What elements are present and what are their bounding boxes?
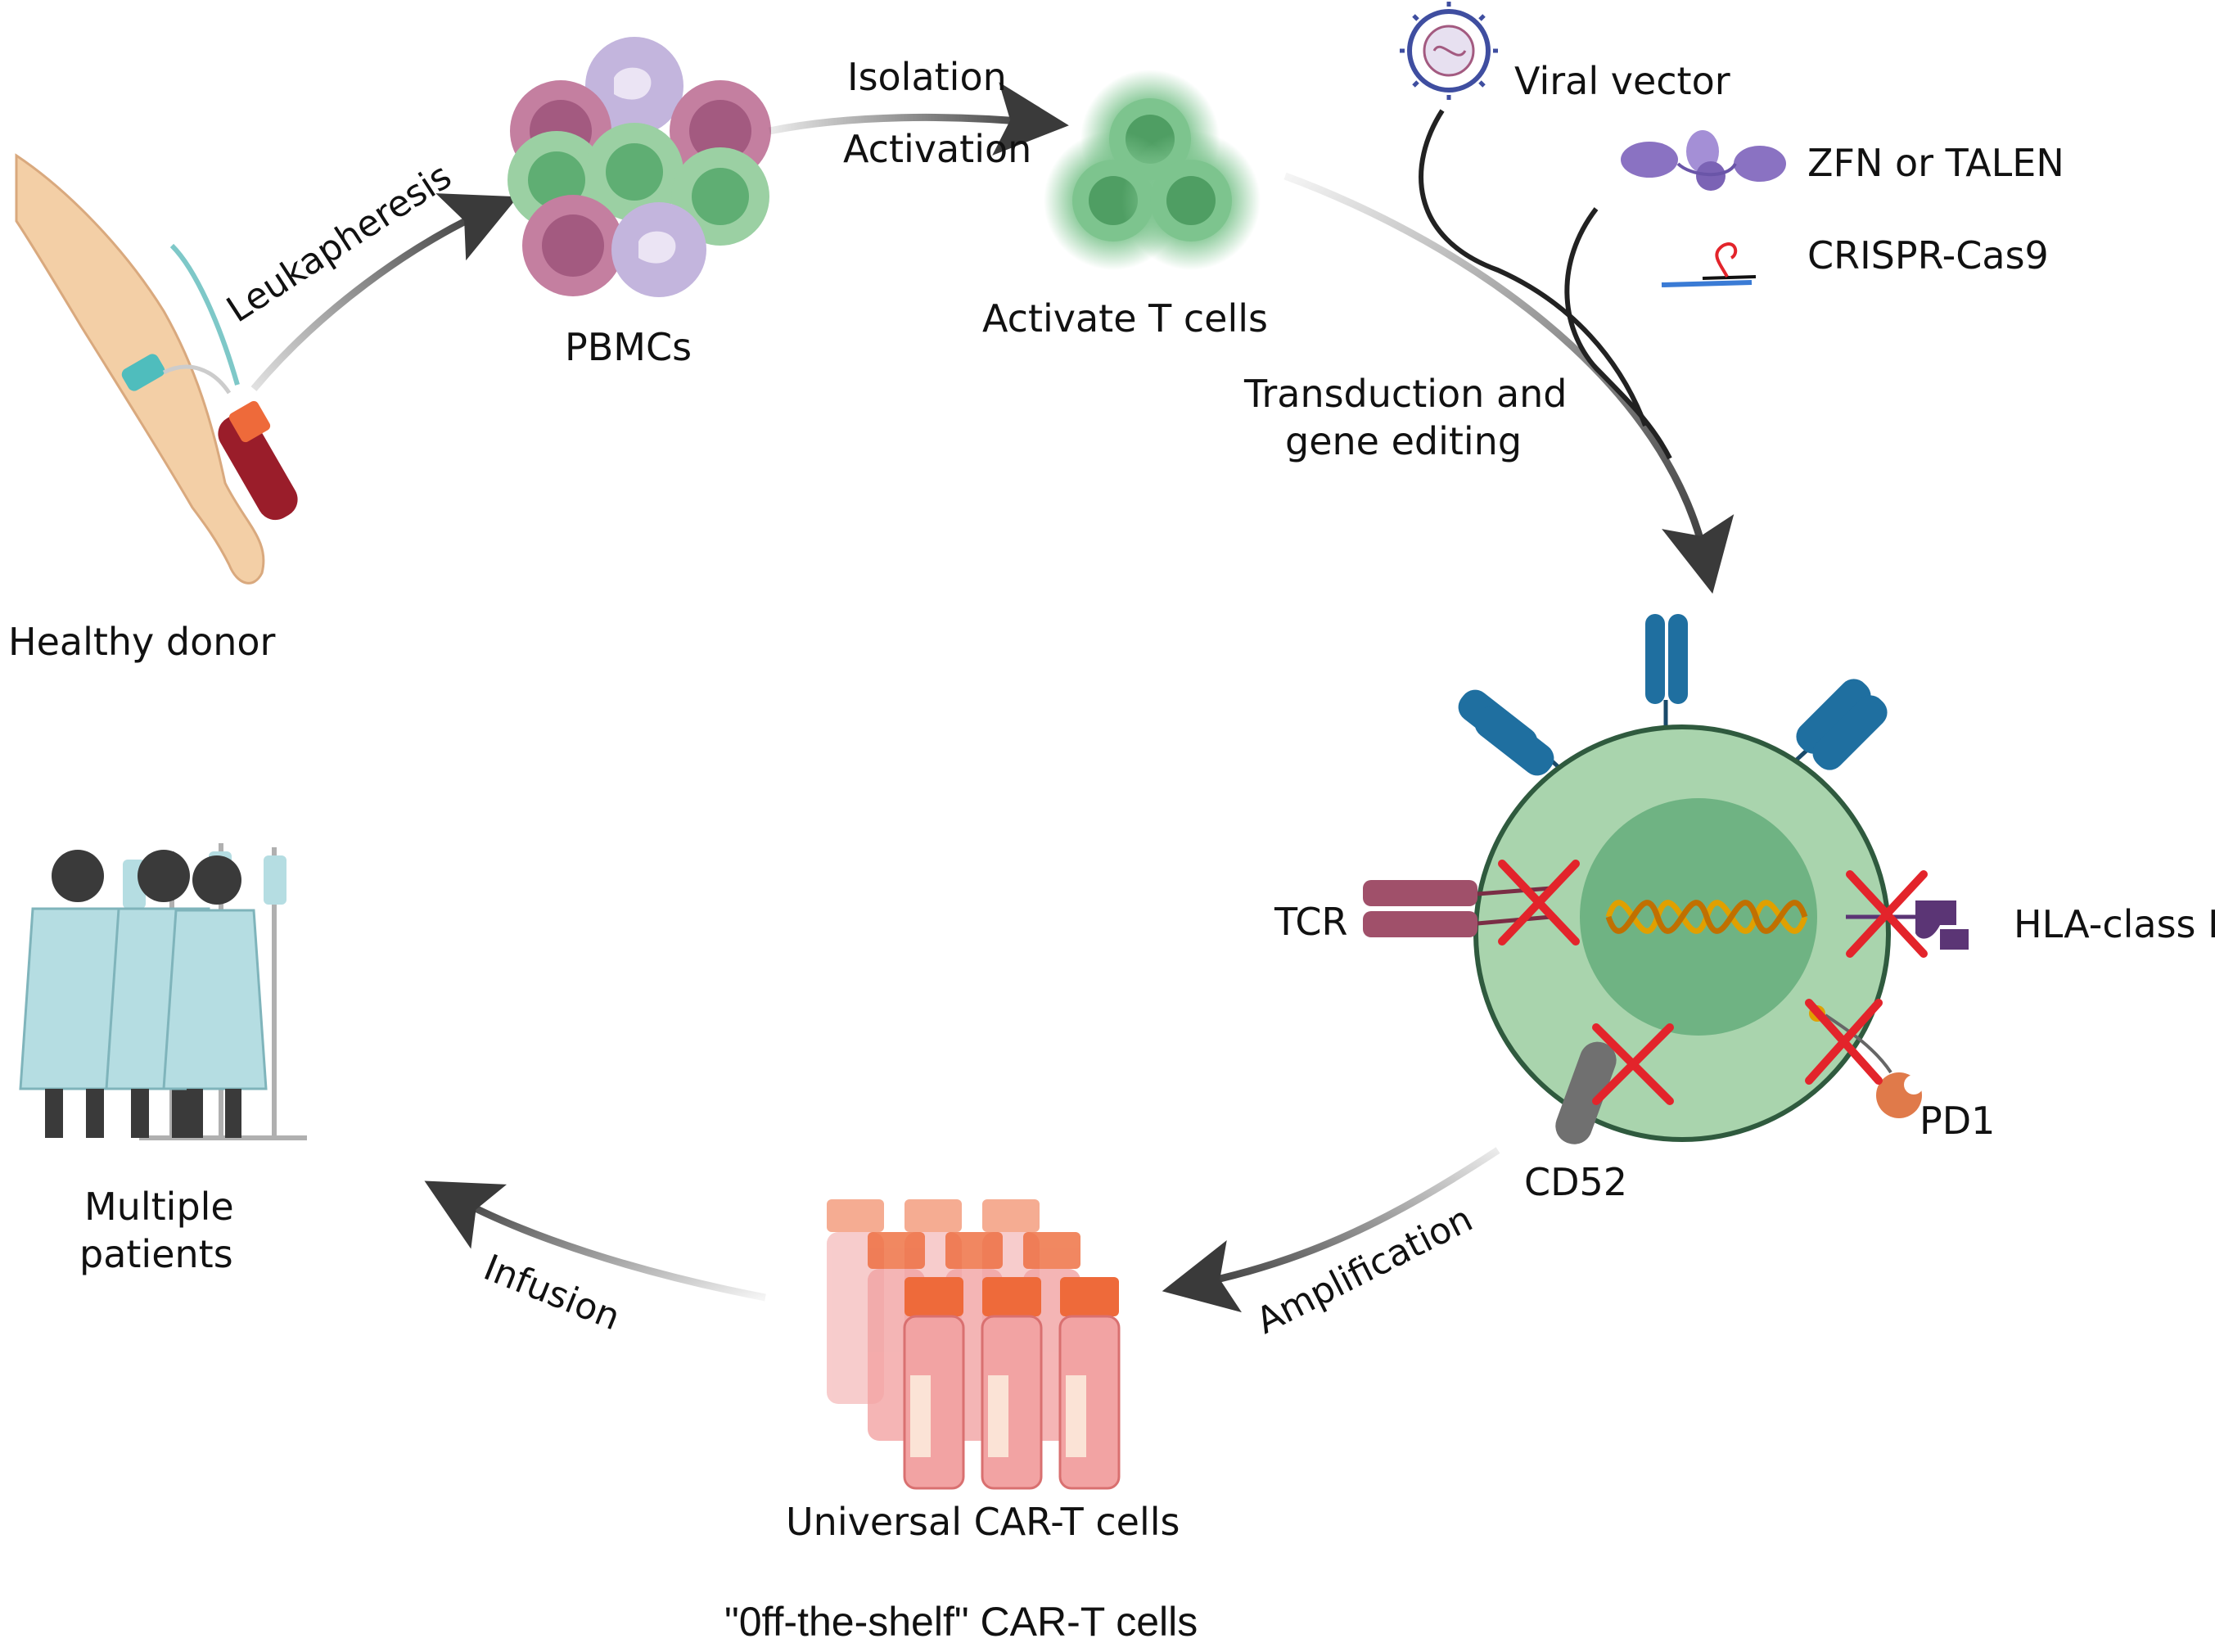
viral-vector-feed-line [1419,109,1648,427]
infusion-arrow [424,1180,766,1302]
isolation-label: Isolation [847,55,1007,99]
zfn-talen-label: ZFN or TALEN [1807,141,2064,185]
universal-car-t-label: Universal CAR-T cells [786,1500,1180,1544]
activated-t-cells [1044,70,1261,270]
universal-car-t-cell [1363,614,1969,1144]
activate-t-cells-label: Activate T cells [982,296,1268,341]
transduction-label-line2: gene editing [1285,419,1522,463]
editor-feed-line [1564,207,1672,460]
knockout-hla-icon [1846,870,1928,958]
crispr-label: CRISPR-Cas9 [1807,233,2049,278]
tcr-label: TCR [1274,900,1347,944]
amplification-label: Amplification [1250,1198,1479,1342]
healthy-donor-label: Healthy donor [8,620,276,664]
pbmc-cluster [508,37,771,297]
hla-class-i [1846,900,1969,950]
zfn-talen-icon [1621,130,1786,191]
healthy-donor-arm [15,153,298,585]
footer-caption: "0ff-the-shelf" CAR-T cells [724,1599,1198,1645]
crispr-cas9-icon [1661,242,1757,287]
dna-helix [1605,900,1808,934]
cd52-marker [1555,1041,1617,1144]
viral-vector-icon [1400,2,1498,100]
isolation-arrow [769,82,1069,156]
viral-vector-label: Viral vector [1514,59,1730,103]
patient-3 [162,855,268,1138]
leukapheresis-arrow [250,193,518,391]
cd52-label: CD52 [1524,1160,1627,1204]
transduction-label-line1: Transduction and [1243,372,1567,416]
knockout-pd1-icon [1805,999,1883,1085]
knockout-tcr-icon [1498,860,1580,946]
tcr-receptor [1363,880,1552,937]
hla-label: HLA-class I [2014,902,2215,946]
multiple-patients-label-line1: Multiple [84,1185,234,1229]
universal-car-t-vials [827,1199,1121,1490]
knockout-cd52-icon [1592,1023,1674,1105]
multiple-patients-label-line2: patients [79,1232,233,1276]
pd1-label: PD1 [1920,1099,1995,1143]
multiple-patients-illustration [19,843,307,1140]
transduction-arrow [1283,172,1735,594]
amplification-arrow [1162,1147,1500,1313]
activation-label: Activation [843,127,1031,171]
cell-nucleus [1580,798,1817,1036]
pbmcs-label: PBMCs [565,325,692,369]
